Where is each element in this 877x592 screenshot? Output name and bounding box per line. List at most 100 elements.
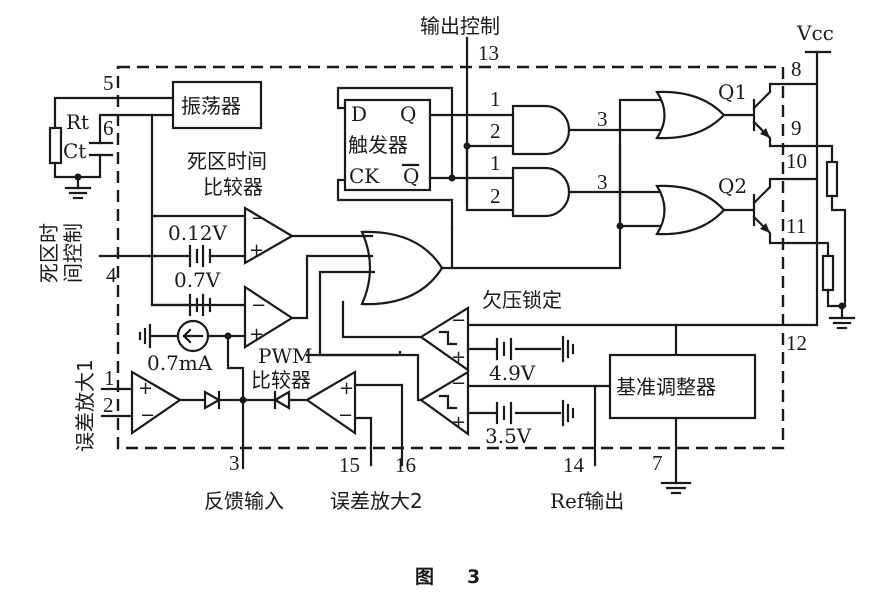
or-input-3-wire	[318, 270, 376, 357]
uvlo-label: 欠压锁定	[482, 288, 562, 312]
feedback-input-label: 反馈输入	[204, 489, 284, 513]
reference-regulator-block	[608, 353, 757, 420]
ground-icon	[64, 186, 92, 200]
and2-pin1-label: 1	[490, 151, 501, 175]
v-pwm-offset-label: 0.7V	[174, 268, 221, 292]
battery-icon	[188, 293, 212, 317]
v-uvlo-upper-label: 4.9V	[489, 361, 536, 385]
flipflop-d-label: D	[351, 102, 367, 126]
figure-caption-label: 图	[415, 566, 434, 588]
uvlo1-minus: −	[451, 310, 466, 331]
flipflop-ck-wire	[336, 178, 454, 230]
or-gate-q1	[655, 90, 726, 140]
pin-4-label: 4	[106, 263, 117, 287]
output-control-label: 输出控制	[420, 14, 500, 38]
pwm-comparator-minus: −	[251, 295, 266, 316]
pin-16-wire	[353, 383, 404, 467]
pin-10-label: 10	[786, 149, 807, 173]
hysteresis-icon	[438, 330, 458, 346]
flipflop-block	[343, 98, 432, 192]
battery-icon	[495, 401, 513, 425]
error-amplifier-2	[304, 370, 357, 436]
pin-7-label: 7	[652, 451, 663, 475]
ground-icon	[561, 335, 575, 363]
deadtime-comparator	[243, 206, 295, 265]
emitter-resistor-2	[821, 254, 835, 292]
pin-16-label: 16	[395, 453, 416, 477]
or-gate-main	[360, 230, 444, 306]
hysteresis-icon	[438, 394, 458, 410]
flipflop-title: 触发器	[348, 133, 408, 157]
and-gate-1	[511, 104, 571, 156]
uvlo-comparator-1	[419, 306, 470, 373]
pwm-comparator	[243, 284, 295, 349]
pwm-comparator-label-2: 比较器	[251, 368, 311, 392]
or1-in1-wire	[618, 98, 662, 147]
diode-icon	[272, 390, 291, 410]
pin-2-label: 2	[103, 393, 114, 417]
q2-label: Q2	[718, 174, 747, 198]
error-amp1-label: 误差放大1	[73, 359, 97, 452]
and-gate-2	[511, 166, 571, 218]
pin-5-wire	[53, 96, 175, 130]
junction-dot	[463, 142, 471, 150]
pin-9-label: 9	[791, 116, 802, 140]
flipflop-qbar-label: Q	[403, 164, 419, 188]
ground-icon	[138, 323, 152, 349]
and2-in2-wire	[465, 144, 515, 212]
pin-5-label: 5	[103, 71, 114, 95]
uvlo1-plus: +	[451, 347, 466, 368]
current-source-label: 0.7mA	[147, 351, 213, 375]
pin-13-label: 13	[478, 41, 499, 65]
q1-label: Q1	[718, 80, 747, 104]
and2-pin2-label: 2	[490, 184, 501, 208]
ground-icon	[660, 481, 692, 495]
oscillator-label: 振荡器	[181, 94, 241, 118]
ground-icon	[561, 399, 575, 427]
flipflop-d-feedback-wire	[336, 86, 454, 182]
or2-in2-wire	[618, 143, 662, 228]
v-deadtime-offset-label: 0.12V	[168, 221, 228, 245]
uvlo2-minus: −	[451, 373, 466, 394]
error-amplifier-1	[130, 370, 183, 436]
and1-pin3-label: 3	[597, 107, 608, 131]
v-uvlo-lower-label: 3.5V	[485, 424, 532, 448]
arrow-left-icon	[182, 328, 204, 344]
deadtime-comparator-label-2: 比较器	[203, 175, 263, 199]
flipflop-q-label: Q	[400, 102, 416, 126]
and1-pin1-label: 1	[490, 87, 501, 111]
deadtime-comparator-minus: −	[251, 208, 266, 229]
feedback-wire	[226, 334, 245, 402]
diode-icon	[203, 390, 222, 410]
battery-icon	[495, 337, 513, 361]
vcc-label: Vcc	[796, 21, 834, 45]
pin-15-label: 15	[339, 453, 360, 477]
deadtime-comparator-label-1: 死区时间	[187, 149, 267, 173]
q2-emitter-wire	[815, 241, 830, 258]
and2-pin3-label: 3	[597, 170, 608, 194]
pin-6-wire	[98, 113, 175, 145]
pwm-to-or-wire	[290, 254, 374, 320]
transistor-q1-icon	[752, 82, 819, 148]
pin-6-label: 6	[103, 116, 114, 140]
pwm-comparator-label-1: PWM	[258, 344, 313, 368]
emitter-resistor-1	[825, 160, 839, 198]
error-amp2-minus: −	[338, 405, 353, 426]
deadtime-control-label-1: 死区时	[37, 223, 61, 283]
junction-dot	[616, 222, 624, 230]
uvlo-to-or-wire	[341, 300, 427, 339]
oscillator-block	[171, 80, 263, 130]
deadtime-control-label-2: 间控制	[61, 223, 85, 283]
ct-label: Ct	[63, 139, 86, 163]
ground-icon	[828, 316, 856, 330]
pin-11-label: 11	[786, 214, 806, 238]
pin-15-wire	[353, 416, 373, 467]
ic-boundary	[116, 65, 785, 450]
rt-resistor	[48, 126, 63, 165]
reference-regulator-label: 基准调整器	[616, 375, 716, 399]
deadtime-comparator-plus: +	[249, 240, 264, 261]
error-amp2-plus: +	[339, 378, 354, 399]
pin-14-label: 14	[563, 453, 585, 477]
pin-8-label: 8	[791, 57, 802, 81]
